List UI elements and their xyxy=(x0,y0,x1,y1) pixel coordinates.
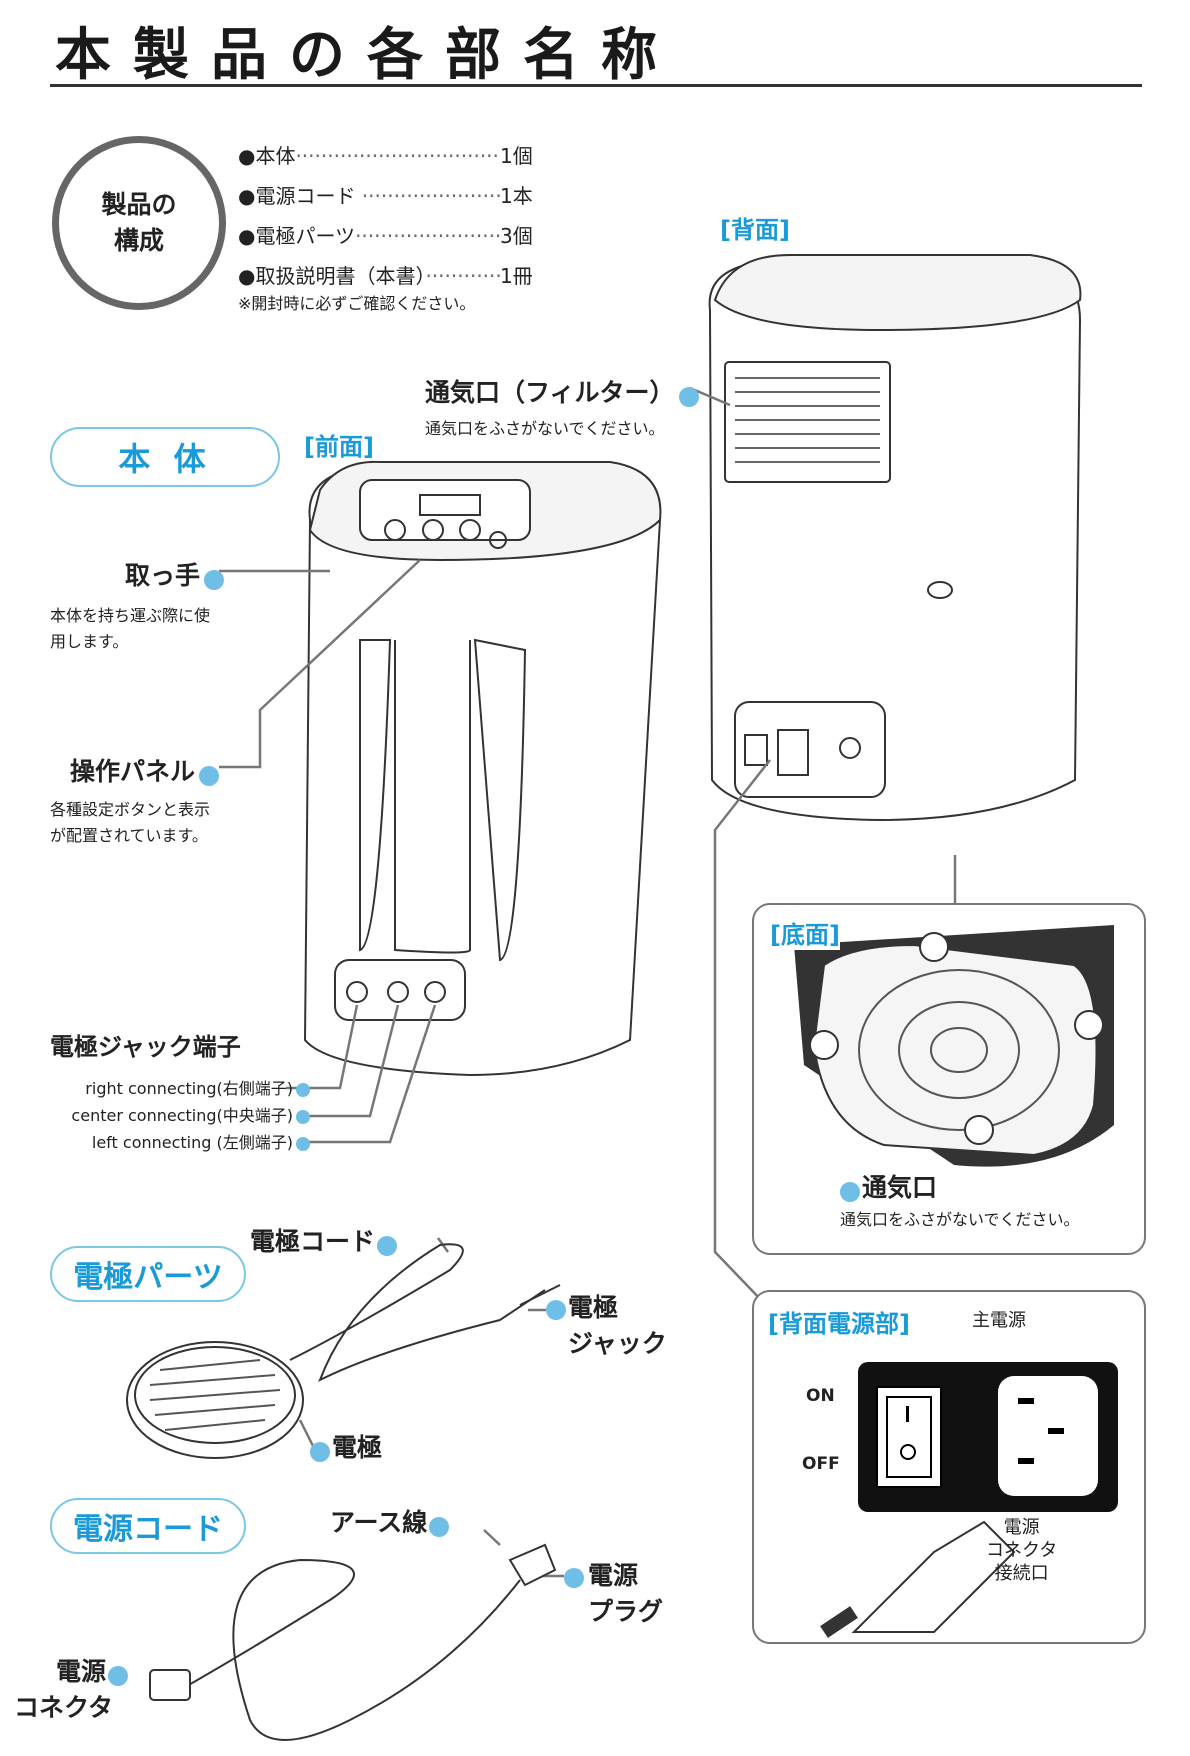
power-cord-illustration xyxy=(149,1543,557,1741)
handle-label: 取っ手 xyxy=(125,561,201,590)
panel-description: 各種設定ボタンと表示が配置されています。 xyxy=(50,800,211,845)
callout-dot xyxy=(840,1181,860,1202)
terminal-left: left connecting (左側端子) xyxy=(71,1129,310,1156)
front-unit-illustration xyxy=(303,460,662,1077)
electrode-jack-label-line2: ジャック xyxy=(568,1329,667,1358)
jack-terminal-label: 電極ジャック端子 xyxy=(50,1033,241,1061)
switch-on-label: ON xyxy=(806,1386,835,1406)
list-item: ●電源コード ·································… xyxy=(238,184,533,208)
switch-off-label: OFF xyxy=(802,1454,840,1474)
power-plug-label-line1: 電源 xyxy=(588,1561,639,1590)
electrode-callout: 電極 xyxy=(310,1428,382,1464)
front-view-label: [前面] xyxy=(304,433,374,461)
handle-description: 本体を持ち運ぶ際に使用します。 xyxy=(50,606,211,651)
vent-filter-callout: 通気口（フィルター） xyxy=(425,373,699,409)
bottom-view-title: [底面] xyxy=(770,915,840,950)
bottom-view-panel: [底面] 通気口 通気口をふさがないでください。 xyxy=(752,903,1146,1255)
power-connector-port xyxy=(998,1376,1098,1496)
terminal-center: center connecting(中央端子) xyxy=(71,1102,310,1129)
back-view-label: [背面] xyxy=(720,216,790,244)
electrode-label: 電極 xyxy=(332,1433,383,1462)
composition-badge-line2: 構成 xyxy=(113,226,164,255)
composition-note: ※開封時に必ずご確認ください。 xyxy=(238,294,476,313)
vent-filter-description: 通気口をふさがないでください。 xyxy=(425,419,665,438)
composition-badge: 製品の 構成 xyxy=(52,136,226,310)
page-title: 本製品の各部名称 xyxy=(55,23,679,88)
connector-port-label: 電源コネクタ接続口 xyxy=(986,1517,1058,1584)
power-connector-label-line2: コネクタ xyxy=(14,1693,114,1722)
callout-dot xyxy=(310,1441,330,1462)
power-switch xyxy=(876,1386,942,1488)
main-power-label: 主電源 xyxy=(972,1310,1026,1331)
electrode-jack-label-line1: 電極 xyxy=(568,1293,619,1322)
callout-dot xyxy=(204,569,225,590)
electrode-cord-label: 電極コード xyxy=(250,1227,376,1256)
list-item: ●電極パーツ··································… xyxy=(238,224,533,248)
composition-badge-line1: 製品の xyxy=(101,190,177,219)
bottom-vent-label: 通気口 xyxy=(862,1173,938,1202)
power-plug-label-line2: プラグ xyxy=(588,1597,664,1626)
list-item: ●取扱説明書（本書）······························… xyxy=(238,264,533,288)
title-divider xyxy=(50,84,1142,87)
vent-filter-label: 通気口（フィルター） xyxy=(425,378,675,407)
bottom-vent-callout: 通気口 xyxy=(840,1168,937,1204)
power-plug-callout: 電源 プラグ xyxy=(564,1556,664,1628)
earth-wire-callout: アース線 xyxy=(330,1503,450,1539)
back-unit-illustration xyxy=(708,254,1082,822)
rear-power-panel: [背面電源部] 主電源 ON OFF 電源コネクタ接続口 xyxy=(752,1290,1146,1644)
earth-wire-label: アース線 xyxy=(330,1508,428,1537)
bottom-view-illustration xyxy=(794,925,1114,1167)
power-plug-illustration xyxy=(820,1520,1016,1638)
handle-callout: 取っ手 xyxy=(125,556,225,592)
callout-dot xyxy=(108,1665,129,1686)
list-item: ●本体··································1個 xyxy=(238,144,533,168)
callout-dot xyxy=(564,1568,584,1588)
section-pill-body: 本 体 xyxy=(50,427,280,487)
rear-power-title: [背面電源部] xyxy=(768,1310,910,1338)
composition-list: ●本体··································1個 … xyxy=(238,136,533,296)
section-pill-electrode: 電極パーツ xyxy=(50,1246,246,1302)
section-pill-power-cord: 電源コード xyxy=(50,1498,246,1554)
panel-callout: 操作パネル xyxy=(70,752,220,788)
electrode-parts-illustration xyxy=(126,1243,561,1459)
callout-dot xyxy=(546,1300,566,1320)
electrode-cord-callout: 電極コード xyxy=(250,1222,398,1258)
power-socket-panel xyxy=(858,1362,1118,1512)
power-connector-label-line1: 電源 xyxy=(56,1657,107,1686)
callout-dot xyxy=(377,1235,398,1256)
panel-label: 操作パネル xyxy=(70,757,196,786)
terminal-list: right connecting(右側端子) center connecting… xyxy=(71,1075,310,1156)
callout-dot xyxy=(429,1516,450,1537)
power-connector-callout: 電源 コネクタ xyxy=(14,1652,129,1724)
callout-dot xyxy=(199,765,220,786)
callout-dot xyxy=(678,386,699,407)
electrode-jack-callout: 電極 ジャック xyxy=(546,1288,667,1360)
bottom-vent-description: 通気口をふさがないでください。 xyxy=(840,1210,1080,1229)
terminal-right: right connecting(右側端子) xyxy=(71,1075,310,1102)
